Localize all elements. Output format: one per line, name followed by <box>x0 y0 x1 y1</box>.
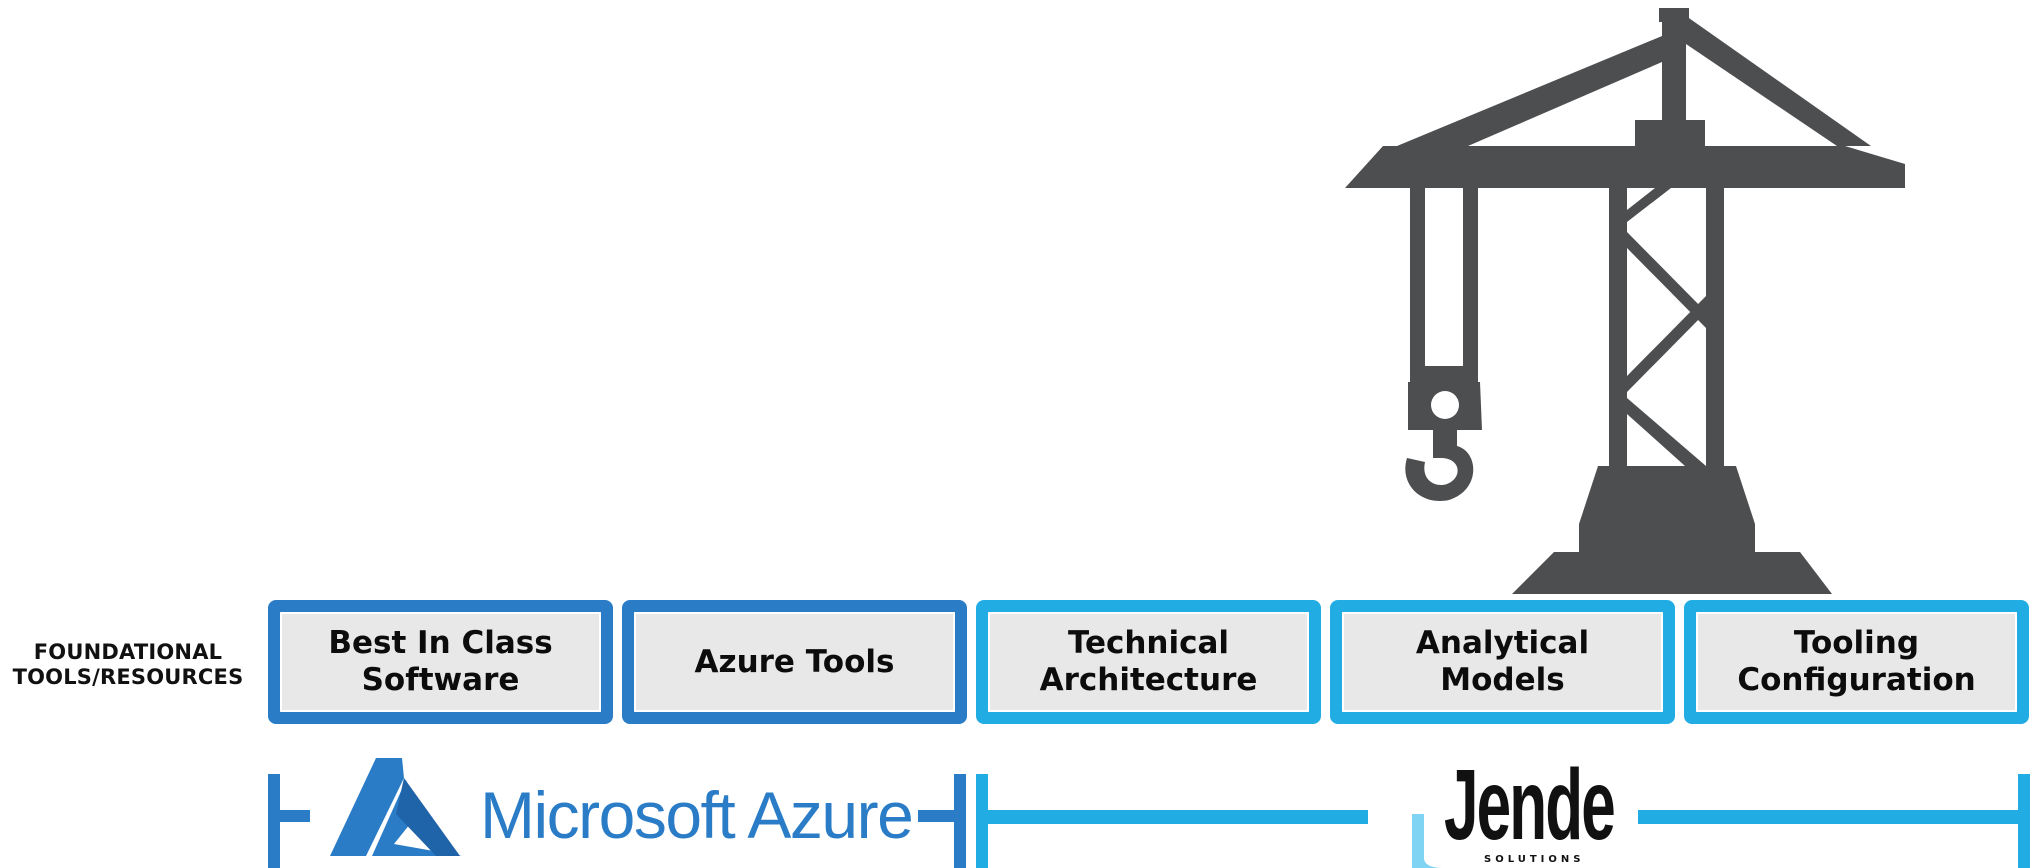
box-analytical-models: Analytical Models <box>1330 600 1675 724</box>
box-label: Best In Class Software <box>328 625 553 698</box>
jende-logo-accent <box>1412 814 1444 868</box>
box-label: Technical Architecture <box>1039 625 1258 698</box>
jende-logo-text: Jende <box>1444 749 1616 861</box>
crane-icon <box>1345 8 1905 594</box>
box-label: Azure Tools <box>694 643 895 680</box>
row-label-text: FOUNDATIONAL TOOLS/RESOURCES <box>12 640 244 689</box>
group-brackets <box>268 758 2030 868</box>
box-best-in-class-software: Best In Class Software <box>268 600 613 724</box>
row-label-foundational: FOUNDATIONAL TOOLS/RESOURCES <box>0 640 256 690</box>
jende-bracket <box>976 774 2030 868</box>
box-technical-architecture: Technical Architecture <box>976 600 1321 724</box>
box-label: Tooling Configuration <box>1737 625 1976 698</box>
microsoft-azure-logo-mark <box>330 758 462 856</box>
box-tooling-configuration: Tooling Configuration <box>1684 600 2029 724</box>
azure-bracket <box>268 774 966 868</box>
microsoft-azure-logo-text: Microsoft Azure <box>480 778 914 852</box>
jende-logo-tagline: SOLUTIONS <box>1484 854 1585 865</box>
box-azure-tools: Azure Tools <box>622 600 967 724</box>
box-label: Analytical Models <box>1415 625 1590 698</box>
